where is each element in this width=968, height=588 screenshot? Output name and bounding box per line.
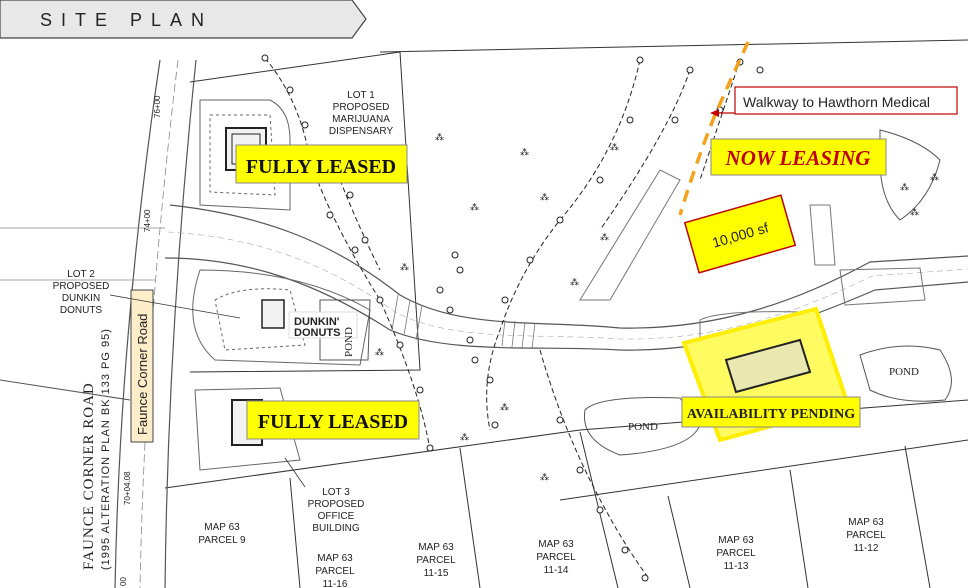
svg-text:⁂: ⁂ (470, 202, 479, 212)
pond-label: POND (343, 327, 355, 357)
dunkin-logo-line2: DONUTS (294, 327, 340, 339)
faunce-corner-road (0, 59, 197, 588)
road-stations: 76+00 74+00 70+04.08 00 (119, 95, 162, 586)
road-name-line2: (1995 ALTERATION PLAN BK 133 PG 95) (100, 328, 112, 570)
parcel-line: MAP 63 (848, 517, 884, 528)
lot2-label: LOT 2 PROPOSED DUNKIN DONUTS (53, 269, 110, 316)
lot1-line: MARIJUANA (332, 114, 390, 125)
road-sign: Faunce Corner Road (130, 289, 154, 443)
svg-text:⁂: ⁂ (520, 147, 529, 157)
dunkin-logo-line1: DUNKIN' (294, 316, 340, 328)
fully-leased-bottom-banner: FULLY LEASED (246, 400, 420, 440)
svg-text:⁂: ⁂ (600, 232, 609, 242)
parcel-line: 11-14 (544, 565, 569, 576)
available-pad: 10,000 sf (683, 194, 797, 274)
svg-text:⁂: ⁂ (460, 432, 469, 442)
road-name: FAUNCE CORNER ROAD (1995 ALTERATION PLAN… (81, 328, 112, 570)
lot2-line: DUNKIN (62, 293, 100, 304)
header-banner: SITE PLAN (0, 0, 367, 39)
property-boundary (164, 39, 968, 588)
page-title: SITE PLAN (40, 10, 213, 30)
survey-points (261, 54, 764, 582)
walkway-label: Walkway to Hawthorn Medical (743, 94, 930, 110)
road-name-line1: FAUNCE CORNER ROAD (81, 382, 97, 570)
crosswalk (391, 294, 536, 350)
lot1-label: LOT 1 PROPOSED MARIJUANA DISPENSARY (329, 90, 394, 137)
pond-label: POND (889, 366, 919, 378)
lot1-line: DISPENSARY (329, 126, 394, 137)
parcel-labels: MAP 63 PARCEL 9 MAP 63 PARCEL 11-16 MAP … (198, 517, 886, 588)
station-label: 76+00 (153, 95, 162, 118)
now-leasing-banner: NOW LEASING (710, 138, 887, 176)
parcel-line: MAP 63 (317, 553, 353, 564)
svg-text:⁂: ⁂ (400, 262, 409, 272)
station-label: 74+00 (143, 209, 152, 232)
svg-text:⁂: ⁂ (910, 207, 919, 217)
pond-labels: POND POND POND (343, 327, 919, 433)
svg-text:⁂: ⁂ (540, 192, 549, 202)
lot2-line: PROPOSED (53, 281, 110, 292)
fully-leased-top-label: FULLY LEASED (246, 156, 396, 178)
fully-leased-bottom-label: FULLY LEASED (258, 411, 408, 433)
lot2-line: DONUTS (60, 305, 103, 316)
parcel-line: 11-16 (323, 579, 348, 588)
lot1-line: PROPOSED (333, 102, 390, 113)
svg-text:⁂: ⁂ (540, 472, 549, 482)
parcel-line: PARCEL (716, 548, 756, 559)
lot3-line: PROPOSED (308, 499, 365, 510)
parcel-line: PARCEL (846, 530, 886, 541)
svg-text:⁂: ⁂ (610, 142, 619, 152)
fully-leased-top-banner: FULLY LEASED (235, 144, 408, 184)
parcel-line: MAP 63 (204, 522, 240, 533)
parcel-line: MAP 63 (418, 542, 454, 553)
lot3-line: LOT 3 (322, 487, 350, 498)
walkway-callout: Walkway to Hawthorn Medical (710, 86, 958, 117)
parcel-line: 11-13 (724, 561, 749, 572)
road-sign-label: Faunce Corner Road (135, 314, 150, 435)
lot3-label: LOT 3 PROPOSED OFFICE BUILDING (308, 487, 365, 534)
lot2-line: LOT 2 (67, 269, 95, 280)
svg-text:⁂: ⁂ (900, 182, 909, 192)
access-drive (164, 204, 968, 351)
lot3-line: BUILDING (312, 523, 359, 534)
parcel-line: MAP 63 (718, 535, 754, 546)
vegetation-marks: ⁂ ⁂ ⁂ ⁂ ⁂ ⁂ ⁂ ⁂ ⁂ ⁂ ⁂ ⁂ ⁂ ⁂ ⁂ (375, 132, 939, 482)
svg-text:⁂: ⁂ (500, 402, 509, 412)
parcel-line: 11-12 (854, 543, 879, 554)
svg-text:⁂: ⁂ (375, 347, 384, 357)
lot3-line: OFFICE (318, 511, 355, 522)
pond-outlines (319, 129, 952, 456)
parcel-line: PARCEL 9 (198, 535, 246, 546)
svg-text:⁂: ⁂ (930, 172, 939, 182)
availability-pending-building: AVAILABILITY PENDING (681, 306, 861, 443)
parcel-line: PARCEL (536, 552, 576, 563)
parcel-line: PARCEL (315, 566, 355, 577)
parcel-line: 11-15 (424, 568, 449, 579)
lot2-leader (109, 294, 241, 319)
dunkin-logo: DUNKIN' DONUTS (288, 311, 358, 339)
lot3-leader (284, 457, 306, 488)
station-label: 70+04.08 (123, 471, 132, 505)
lot1-line: LOT 1 (347, 90, 375, 101)
availability-pending-label: AVAILABILITY PENDING (687, 407, 855, 422)
pond-label: POND (628, 421, 658, 433)
svg-text:⁂: ⁂ (435, 132, 444, 142)
station-label: 00 (119, 577, 128, 586)
now-leasing-label: NOW LEASING (725, 146, 871, 170)
parcel-line: MAP 63 (538, 539, 574, 550)
parcel-line: PARCEL (416, 555, 456, 566)
svg-text:⁂: ⁂ (570, 277, 579, 287)
